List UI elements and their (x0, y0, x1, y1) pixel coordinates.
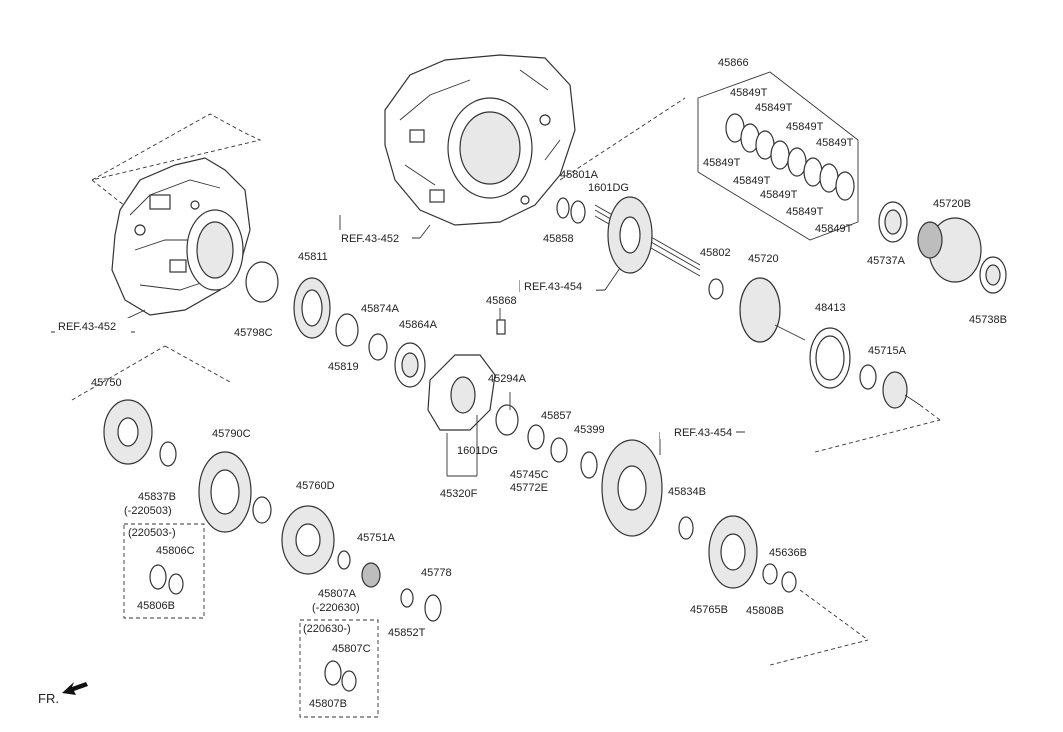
label-45772E: 45772E (510, 482, 548, 494)
label-45720: 45720 (748, 253, 779, 265)
label-45849T-6: 45849T (733, 175, 771, 187)
label-45857: 45857 (541, 410, 572, 422)
label-45858: 45858 (543, 233, 574, 245)
label-45765B: 45765B (690, 604, 728, 616)
label-1601DG-b: 1601DG (457, 445, 498, 457)
label-220503-from: (220503-) (128, 527, 176, 539)
label-45636B: 45636B (769, 547, 807, 559)
fr-arrow-icon (62, 682, 88, 695)
transaxle-case-left (91, 113, 262, 316)
label-45808B: 45808B (746, 605, 784, 617)
label-45738B: 45738B (969, 314, 1007, 326)
label-45849T-3: 45849T (786, 121, 824, 133)
label-45849T-5: 45849T (703, 157, 741, 169)
label-45778: 45778 (421, 567, 452, 579)
label-45819: 45819 (328, 361, 359, 373)
label-45806C: 45806C (156, 545, 195, 557)
label-45294A: 45294A (488, 373, 527, 385)
label-45751A: 45751A (357, 532, 396, 544)
label-45837B: 45837B (138, 491, 176, 503)
label-45750: 45750 (91, 377, 122, 389)
shim-kit-45866 (697, 71, 859, 241)
label-45849T-8: 45849T (786, 206, 824, 218)
label-220503-to: (-220503) (124, 505, 172, 517)
label-45811: 45811 (298, 251, 328, 263)
label-45760D: 45760D (296, 480, 335, 492)
output-shaft-assembly (556, 196, 1007, 453)
label-45720B: 45720B (933, 198, 971, 210)
label-45745C: 45745C (510, 469, 549, 481)
ref-43-452-left[interactable]: REF.43-452 (58, 321, 116, 333)
label-45868: 45868 (486, 295, 517, 307)
label-45849T-1: 45849T (730, 87, 768, 99)
label-45807B: 45807B (309, 698, 347, 710)
label-45849T-9: 45849T (815, 223, 853, 235)
front-label: FR. (38, 691, 59, 706)
label-48413: 48413 (815, 302, 846, 314)
ref-43-452-top[interactable]: REF.43-452 (341, 233, 399, 245)
middle-components (245, 261, 869, 666)
label-45834B: 45834B (668, 486, 706, 498)
lower-components (71, 345, 442, 718)
label-45874A: 45874A (361, 303, 400, 315)
label-45790C: 45790C (212, 428, 251, 440)
label-220630-from: (220630-) (303, 623, 351, 635)
label-45849T-2: 45849T (755, 102, 793, 114)
ref-43-454-low[interactable]: REF.43-454 (674, 427, 732, 439)
label-45798C: 45798C (234, 327, 273, 339)
label-45399: 45399 (574, 424, 605, 436)
label-45320F: 45320F (440, 488, 478, 500)
label-1601DG-a: 1601DG (588, 182, 629, 194)
label-45866: 45866 (718, 57, 749, 69)
label-45849T-7: 45849T (760, 189, 798, 201)
label-45849T-4: 45849T (816, 137, 854, 149)
label-45737A: 45737A (867, 255, 906, 267)
part-labels: 45866 45849T 45849T 45849T 45849T 45849T… (38, 57, 1007, 710)
transaxle-case-top (384, 54, 686, 226)
label-45802: 45802 (700, 247, 731, 259)
label-45807A: 45807A (318, 588, 357, 600)
ref-43-454-mid[interactable]: REF.43-454 (524, 281, 582, 293)
label-220630-to: (-220630) (312, 602, 360, 614)
label-45807C: 45807C (332, 643, 371, 655)
label-45864A: 45864A (399, 319, 438, 331)
label-45801A: 45801A (560, 169, 599, 181)
label-45715A: 45715A (868, 345, 907, 357)
label-45806B: 45806B (137, 600, 175, 612)
label-45852T: 45852T (388, 627, 426, 639)
